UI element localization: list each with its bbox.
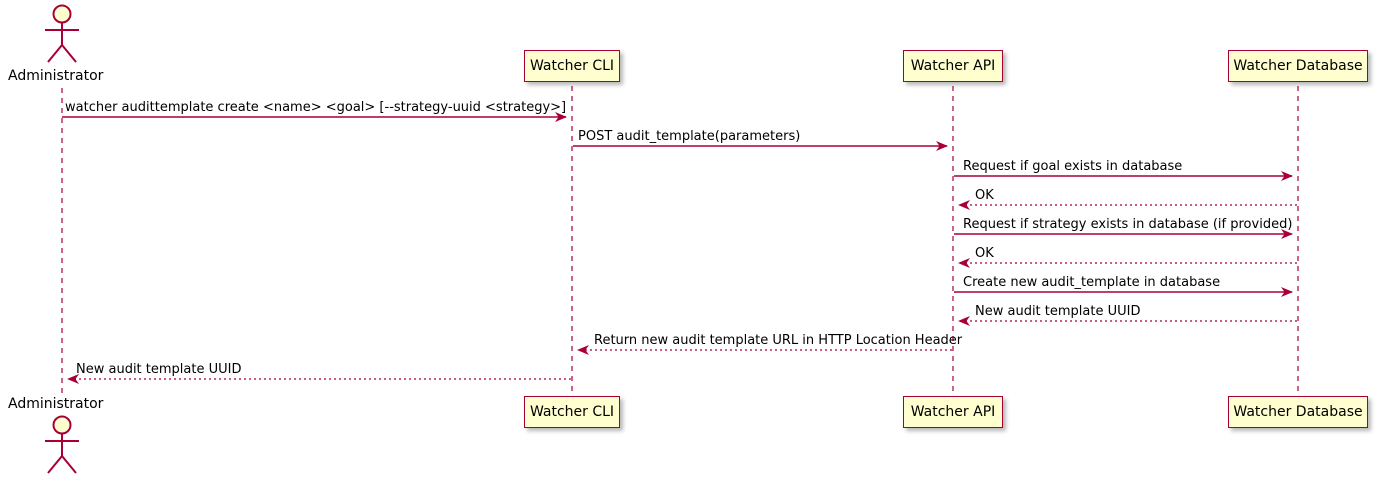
message-label-1: watcher audittemplate create <name> <goa…	[65, 100, 567, 115]
message-label-5: Request if strategy exists in database (…	[963, 217, 1293, 232]
message-label-7: Create new audit_template in database	[963, 275, 1221, 290]
actor-label-administrator-bottom: Administrator	[8, 396, 104, 412]
message-label-10: New audit template UUID	[76, 362, 242, 377]
message-label-2: POST audit_template(parameters)	[578, 129, 801, 144]
participant-label-watcher-api-bottom: Watcher API	[910, 404, 996, 420]
participant-box-watcher-cli-top[interactable]: Watcher CLI	[524, 50, 620, 82]
message-label-3: Request if goal exists in database	[963, 159, 1183, 174]
participant-label-watcher-database-top: Watcher Database	[1233, 58, 1363, 74]
participant-box-watcher-api-bottom[interactable]: Watcher API	[903, 396, 1003, 428]
message-label-9: Return new audit template URL in HTTP Lo…	[594, 333, 963, 348]
actor-administrator-bottom-icon	[45, 415, 79, 474]
participant-label-watcher-cli-bottom: Watcher CLI	[529, 404, 615, 420]
participant-label-watcher-api-top: Watcher API	[910, 58, 996, 74]
participant-label-watcher-database-bottom: Watcher Database	[1233, 404, 1363, 420]
message-label-6: OK	[975, 246, 994, 261]
participant-box-watcher-cli-bottom[interactable]: Watcher CLI	[524, 396, 620, 428]
participant-box-watcher-api-top[interactable]: Watcher API	[903, 50, 1003, 82]
actor-label-administrator-top: Administrator	[8, 68, 104, 84]
participant-box-watcher-database-bottom[interactable]: Watcher Database	[1228, 396, 1368, 428]
participant-label-watcher-cli-top: Watcher CLI	[529, 58, 615, 74]
message-label-8: New audit template UUID	[975, 304, 1141, 319]
participant-box-watcher-database-top[interactable]: Watcher Database	[1228, 50, 1368, 82]
message-label-4: OK	[975, 188, 994, 203]
actor-administrator-top-icon	[45, 4, 79, 63]
